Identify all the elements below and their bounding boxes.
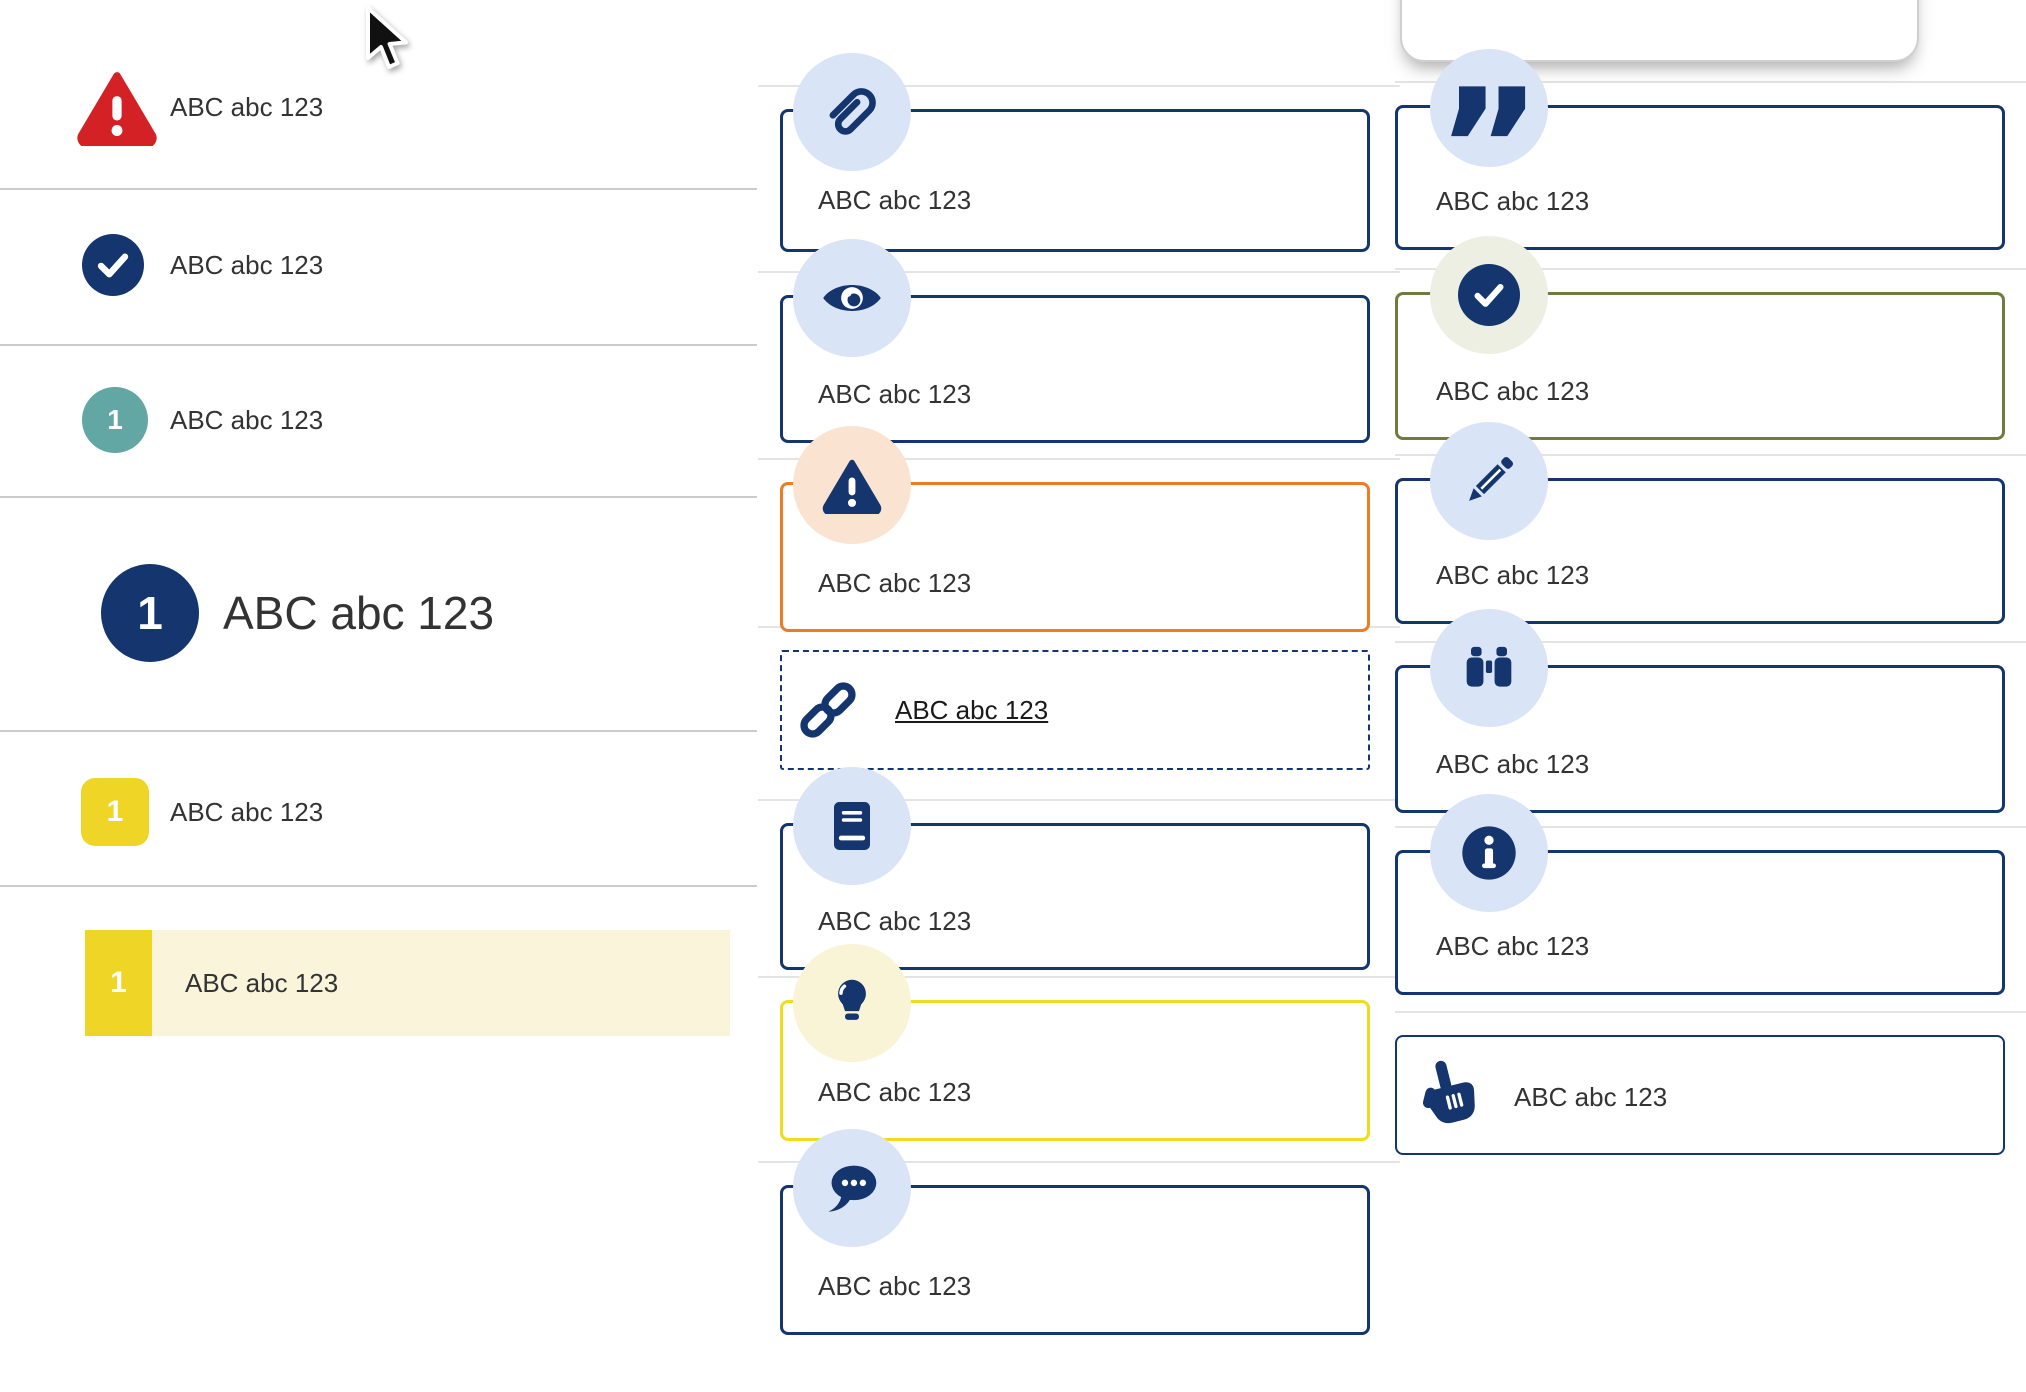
row-line bbox=[1395, 641, 2026, 643]
callout-label: ABC abc 123 bbox=[1436, 186, 1590, 216]
divider bbox=[0, 730, 757, 732]
pencil-icon bbox=[1430, 422, 1548, 540]
number-badge: 1 bbox=[81, 778, 149, 846]
callout-box: ABC abc 123 bbox=[780, 109, 1370, 252]
row-line bbox=[1395, 81, 2026, 83]
list-item-label: ABC abc 123 bbox=[223, 587, 495, 639]
callout-box bbox=[780, 650, 1370, 770]
binoculars-icon bbox=[1430, 609, 1548, 727]
mouse-cursor bbox=[364, 6, 412, 78]
callout-label: ABC abc 123 bbox=[818, 379, 972, 409]
callout-link[interactable]: ABC abc 123 bbox=[895, 695, 1049, 725]
row-line bbox=[1395, 826, 2026, 828]
callout-label: ABC abc 123 bbox=[1436, 931, 1590, 961]
callout-label: ABC abc 123 bbox=[818, 185, 972, 215]
callout-label: ABC abc 123 bbox=[818, 906, 972, 936]
callout-label: ABC abc 123 bbox=[818, 1271, 972, 1301]
list-item-label: ABC abc 123 bbox=[170, 92, 324, 122]
row-line bbox=[758, 85, 1400, 87]
svg-text:”: ” bbox=[1439, 58, 1539, 158]
row-line bbox=[1395, 1011, 2026, 1013]
check-circle-icon bbox=[1430, 236, 1548, 354]
callout-label: ABC abc 123 bbox=[1436, 560, 1590, 590]
divider bbox=[0, 496, 757, 498]
callout-label: ABC abc 123 bbox=[818, 1077, 972, 1107]
row-line bbox=[758, 271, 1400, 273]
eye-icon bbox=[793, 239, 911, 357]
quote-icon: ” bbox=[1430, 49, 1548, 167]
hand-pointer-icon bbox=[1413, 1058, 1487, 1132]
divider bbox=[0, 885, 757, 887]
row-line bbox=[758, 1161, 1400, 1163]
highlighted-list-item: 1 bbox=[85, 930, 730, 1036]
list-item-label: ABC abc 123 bbox=[170, 405, 324, 435]
link-icon bbox=[788, 670, 868, 750]
list-item-label: ABC abc 123 bbox=[185, 968, 339, 998]
number-badge: 1 bbox=[85, 930, 152, 1036]
row-line bbox=[1395, 268, 2026, 270]
callout-box: ABC abc 123 bbox=[1395, 292, 2005, 440]
list-item-label: ABC abc 123 bbox=[170, 797, 324, 827]
list-item-label: ABC abc 123 bbox=[170, 250, 324, 280]
number-badge: 1 bbox=[82, 387, 148, 453]
row-line bbox=[758, 976, 1400, 978]
row-line bbox=[758, 458, 1400, 460]
callout-box: ABC abc 123 bbox=[1395, 1035, 2005, 1155]
divider bbox=[0, 188, 757, 190]
callout-label: ABC abc 123 bbox=[1514, 1082, 1668, 1112]
alert-triangle-icon bbox=[75, 68, 159, 146]
check-circle-icon bbox=[82, 234, 144, 296]
number-badge: 1 bbox=[101, 564, 199, 662]
info-icon bbox=[1430, 794, 1548, 912]
divider bbox=[0, 344, 757, 346]
alert-triangle-icon bbox=[793, 426, 911, 544]
callout-label: ABC abc 123 bbox=[818, 568, 972, 598]
callout-label: ABC abc 123 bbox=[1436, 376, 1590, 406]
lightbulb-icon bbox=[793, 944, 911, 1062]
row-line bbox=[1395, 454, 2026, 456]
callout-label: ABC abc 123 bbox=[1436, 749, 1590, 779]
book-icon bbox=[793, 767, 911, 885]
row-line bbox=[758, 799, 1400, 801]
chat-bubble-icon bbox=[793, 1129, 911, 1247]
paperclip-icon bbox=[793, 53, 911, 171]
